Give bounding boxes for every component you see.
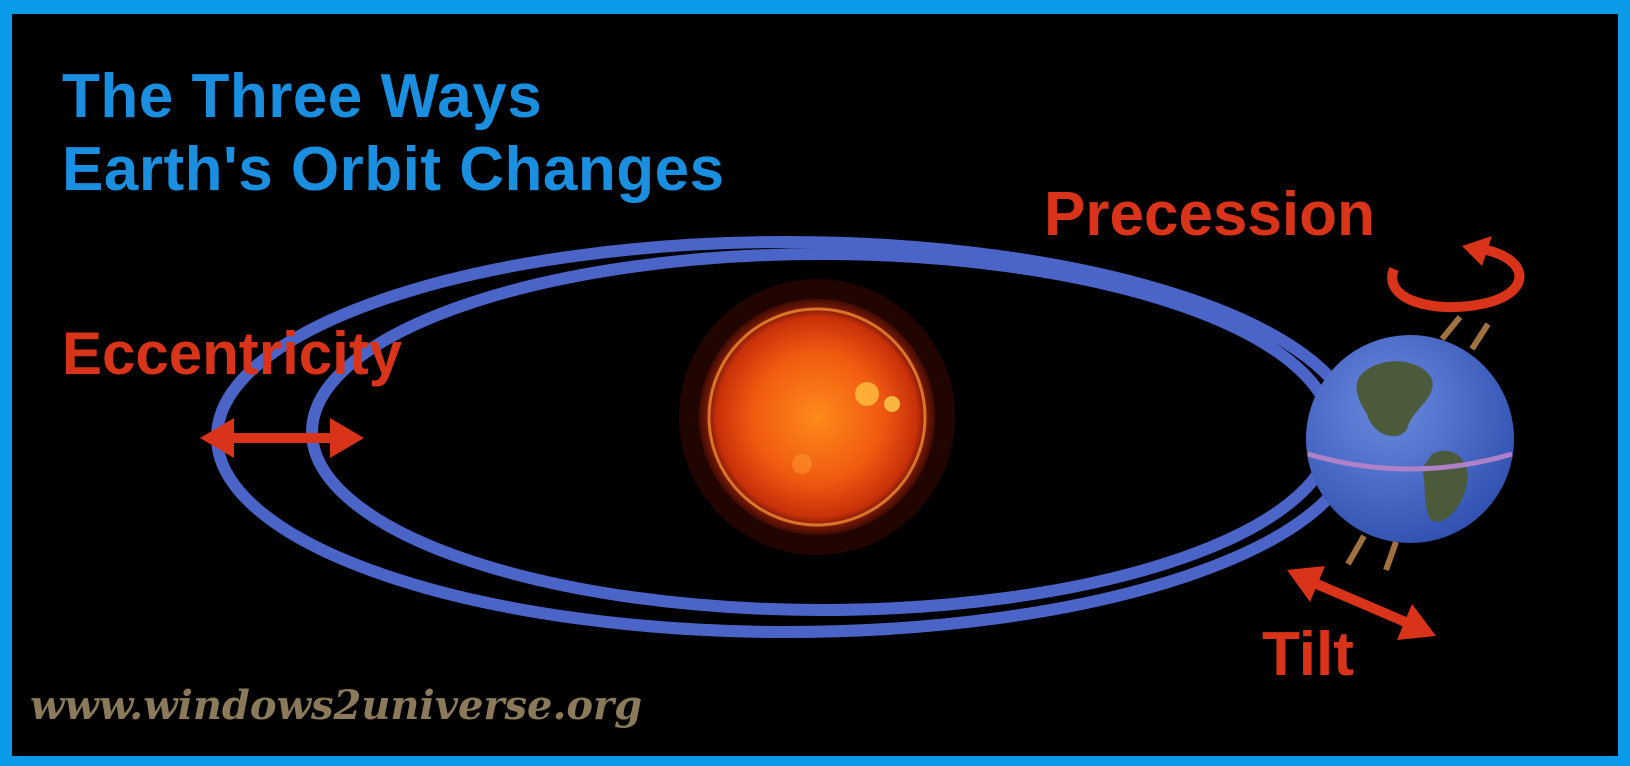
tilt-label: Tilt (1262, 624, 1354, 686)
diagram-title-line-2: Earth's Orbit Changes (62, 139, 725, 201)
eccentricity-label: Eccentricity (62, 324, 402, 384)
earth-icon (1306, 317, 1514, 570)
sun-icon (679, 279, 955, 555)
precession-label: Precession (1044, 184, 1375, 246)
diagram-frame: The Three Ways Earth's Orbit Changes Pre… (12, 14, 1618, 756)
diagram-title-line-1: The Three Ways (62, 66, 542, 128)
double-arrow-icon (200, 418, 364, 458)
source-watermark: www.windows2universe.org (30, 682, 642, 729)
curved-arrow-icon (1392, 236, 1519, 307)
